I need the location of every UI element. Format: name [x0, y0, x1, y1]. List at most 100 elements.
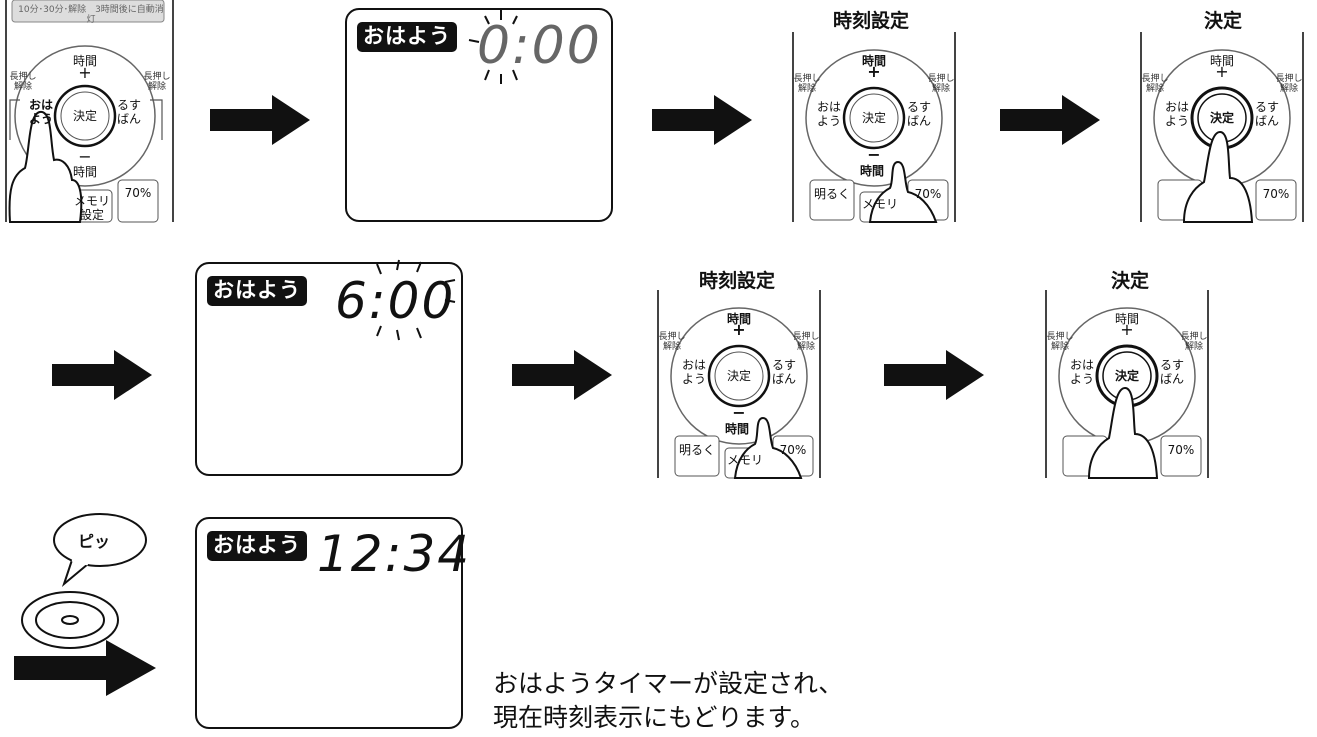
step-title-confirm: 決定: [1110, 270, 1149, 292]
long-press-left: 長押し: [793, 74, 821, 84]
plus-label[interactable]: +: [78, 63, 92, 82]
step-title-confirm: 決定: [1203, 10, 1242, 32]
percent-button[interactable]: 70%: [124, 186, 152, 200]
remote-top-strip: 10分･30分･解除 3時間後に自動消灯: [18, 5, 164, 25]
arrow-right-icon: [210, 95, 310, 145]
arrow-right-icon: [884, 350, 984, 400]
percent-button[interactable]: 70%: [1167, 443, 1195, 457]
kettei-button[interactable]: 決定: [726, 369, 751, 383]
long-press-right: 長押し: [792, 332, 820, 342]
plus-button[interactable]: +: [1215, 62, 1229, 81]
ohayo-button[interactable]: おは よう: [1069, 358, 1094, 386]
memory-button[interactable]: メモリ: [861, 197, 898, 211]
speaker-icon: [21, 591, 119, 649]
long-press-left: 長押し: [9, 72, 37, 82]
hand-icon: [1182, 130, 1254, 223]
time-readout: 0:00: [477, 16, 602, 76]
release-right: 解除: [931, 84, 950, 94]
rusuban-button[interactable]: るす ばん: [116, 98, 141, 126]
ohayo-button[interactable]: おは よう: [681, 358, 706, 386]
release-left: 解除: [1050, 342, 1069, 352]
minus-button[interactable]: −: [867, 145, 881, 164]
hour-label-bottom: 時間: [73, 165, 98, 179]
time-readout: 12:34: [317, 525, 472, 583]
release-left: 解除: [1145, 84, 1164, 94]
hand-icon: [868, 160, 938, 223]
caption-line-2: 現在時刻表示にもどります。: [493, 703, 816, 732]
release-right: 解除: [1184, 342, 1203, 352]
kettei-button[interactable]: 決定: [72, 109, 97, 123]
hour-label-top: 時間: [862, 54, 887, 68]
arrow-right-icon: [512, 350, 612, 400]
step-title-time-set: 時刻設定: [698, 270, 775, 292]
long-press-right: 長押し: [143, 72, 171, 82]
release-left: 解除: [13, 82, 32, 92]
release-left: 解除: [797, 84, 816, 94]
rusuban-button[interactable]: るす ばん: [771, 358, 796, 386]
hour-label-bottom: 時間: [725, 422, 750, 436]
percent-button[interactable]: 70%: [779, 443, 807, 457]
release-right: 解除: [796, 342, 815, 352]
hour-label-top: 時間: [73, 54, 98, 68]
minus-label[interactable]: −: [78, 147, 92, 166]
long-press-left: 長押し: [1046, 332, 1074, 342]
kettei-button[interactable]: 決定: [861, 111, 886, 125]
long-press-left: 長押し: [658, 332, 686, 342]
remote-step-4: 時間 + 長押し 解除 長押し 解除 おは よう 決定 るす ばん − 時間 明…: [655, 290, 823, 479]
hour-label-top: 時間: [1210, 54, 1235, 68]
rusuban-button[interactable]: るす ばん: [906, 100, 931, 128]
settei-label: 設定: [79, 208, 104, 222]
kettei-button[interactable]: 決定: [1114, 369, 1139, 383]
plus-button[interactable]: +: [732, 320, 746, 339]
kettei-button[interactable]: 決定: [1209, 111, 1234, 125]
arrow-right-icon: [1000, 95, 1100, 145]
release-left: 解除: [662, 342, 681, 352]
plus-button[interactable]: +: [867, 62, 881, 81]
speech-bubble-icon: [53, 513, 147, 588]
remote-body: [5, 0, 174, 223]
memory-button[interactable]: メモリ: [726, 453, 763, 467]
memory-button[interactable]: メモリ: [73, 194, 110, 208]
akaruku-button[interactable]: 明るく: [678, 443, 715, 457]
long-press-right: 長押し: [927, 74, 955, 84]
ohayo-badge: おはよう: [207, 531, 307, 561]
lcd-display-2: おはよう 6:00: [195, 259, 463, 476]
release-right: 解除: [1279, 84, 1298, 94]
step-title-time-set: 時刻設定: [832, 10, 909, 32]
beep-text: ピッ: [78, 532, 111, 551]
arrow-right-icon: [14, 640, 156, 696]
hour-label-top: 時間: [1115, 312, 1140, 326]
ohayo-badge: おはよう: [357, 22, 457, 52]
long-press-right: 長押し: [1275, 74, 1303, 84]
akaruku-button[interactable]: 明るく: [813, 187, 850, 201]
ohayo-button[interactable]: おは よう: [28, 98, 53, 126]
hour-label-top: 時間: [727, 312, 752, 326]
remote-step-1: 10分･30分･解除 3時間後に自動消灯 時間 + 長押し 解除 長押し 解除 …: [0, 0, 180, 223]
remote-step-5: 時間 + 長押し 解除 長押し 解除 おは よう 決定 るす ばん 70%: [1043, 290, 1211, 479]
hour-label-bottom: 時間: [860, 164, 885, 178]
ohayo-badge: おはよう: [207, 276, 307, 306]
rusuban-button[interactable]: るす ばん: [1254, 100, 1279, 128]
percent-button[interactable]: 70%: [1262, 187, 1290, 201]
hand-icon: [733, 416, 803, 479]
minus-button[interactable]: −: [732, 403, 746, 422]
time-readout: 6:00: [335, 272, 456, 330]
release-right: 解除: [147, 82, 166, 92]
blink-rays-icon: [468, 10, 518, 84]
long-press-right: 長押し: [1180, 332, 1208, 342]
blink-rays-icon: [376, 259, 456, 341]
ohayo-button[interactable]: おは よう: [1164, 100, 1189, 128]
caption-line-1: おはようタイマーが設定され、: [493, 669, 844, 698]
hand-icon: [8, 111, 83, 223]
ohayo-button[interactable]: おは よう: [816, 100, 841, 128]
remote-step-2: 時間 + 長押し 解除 長押し 解除 おは よう 決定 るす ばん − 時間 明…: [790, 32, 958, 223]
remote-step-3: 時間 + 長押し 解除 長押し 解除 おは よう 決定 るす ばん 70%: [1138, 32, 1306, 223]
percent-button[interactable]: 70%: [914, 187, 942, 201]
long-press-left: 長押し: [1141, 74, 1169, 84]
hand-icon: [1087, 386, 1159, 479]
plus-button[interactable]: +: [1120, 320, 1134, 339]
arrow-right-icon: [52, 350, 152, 400]
lcd-display-1: おはよう 0:00: [345, 8, 613, 222]
rusuban-button[interactable]: るす ばん: [1159, 358, 1184, 386]
arrow-right-icon: [652, 95, 752, 145]
